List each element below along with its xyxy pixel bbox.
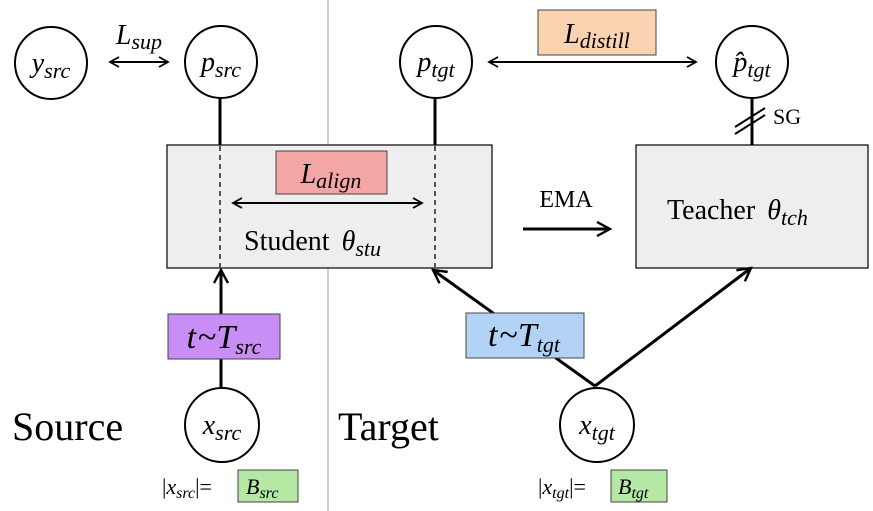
node-x-src-sub: src [215,420,241,445]
teacher-label: Teacher [667,195,756,226]
svg-text:|xsrc|=: |xsrc|= [162,474,212,502]
node-p-tgt: ptgt [399,25,473,99]
batch-tgt-bar-left: | [538,474,542,499]
teacher-block: Teacher θtch [635,144,869,269]
batch-src-box [237,469,299,503]
node-p-hat-tgt-sub: tgt [747,57,771,82]
teacher-param-sub: tch [781,205,808,230]
transform-src-box [167,313,281,360]
svg-text:Btgt: Btgt [618,474,649,502]
svg-text:xtgt: xtgt [578,410,616,445]
batch-src-B: B [246,474,259,499]
transform-tgt-t: t [488,317,499,354]
batch-src-bsub: src [259,485,278,502]
svg-text:p̂tgt: p̂tgt [731,47,771,82]
loss-align-box [275,150,388,195]
node-x-src: xsrc [184,387,260,463]
transform-tgt-sub: tgt [537,332,561,357]
batch-tgt-xsub: tgt [552,485,569,502]
svg-text:ptgt: ptgt [415,47,455,82]
stop-gradient-mark [734,107,766,135]
svg-text:Lsup: Lsup [115,20,162,54]
loss-align-base: L [300,159,317,190]
node-p-hat-tgt-base: p̂ [731,47,747,78]
edge-x-tgt-teacher [594,268,751,388]
svg-text:t~Tsrc: t~Tsrc [187,319,262,359]
transform-src: t~Tsrc [167,313,281,360]
transform-src-tilde: ~ [198,319,216,356]
batch-src-bar-right: | [195,474,199,499]
loss-distill-sub: distill [580,28,630,53]
transform-tgt-box [465,312,585,359]
node-p-hat-tgt: p̂tgt [715,25,789,99]
transform-src-T: T [216,319,237,356]
teacher-label-group: Teacher θtch [667,195,808,230]
batch-tgt-bsub: tgt [631,485,648,502]
svg-text:Bsrc: Bsrc [246,474,278,502]
node-x-tgt-base: x [578,410,592,441]
node-x-tgt-sub: tgt [592,420,616,445]
batch-src-x: x [165,474,176,499]
transform-tgt-T: T [518,317,539,354]
loss-distill-box [537,9,657,56]
batch-tgt-x: x [541,474,552,499]
transform-src-t: t [187,319,198,356]
node-x-tgt: xtgt [559,387,635,463]
batch-src: |xsrc|= Bsrc [162,469,299,503]
node-y-src: ysrc [14,26,88,100]
node-p-src-sub: src [215,57,241,82]
svg-text:t~Ttgt: t~Ttgt [488,317,561,357]
teacher-param: θ [767,195,781,226]
transform-src-sub: src [235,334,261,359]
sg-label: SG [773,104,801,129]
region-target-label: Target [338,404,439,449]
node-p-tgt-sub: tgt [431,57,455,82]
student-param: θ [342,226,356,257]
svg-text:xsrc: xsrc [202,410,242,445]
loss-distill-base: L [563,19,580,50]
student-param-sub: stu [355,236,381,261]
batch-src-bar-left: | [162,474,166,499]
batch-tgt-bar-right: | [569,474,573,499]
loss-sup: Lsup [108,20,170,68]
batch-tgt: |xtgt|= Btgt [538,469,668,503]
batch-src-eq: = [200,474,212,499]
loss-align: Lalign [300,159,362,193]
svg-text:ysrc: ysrc [29,48,71,83]
loss-sup-base: L [115,20,132,51]
student-block: Lalign Student θstu [166,144,493,269]
ema-label: EMA [539,187,593,213]
svg-text:|xtgt|=: |xtgt|= [538,474,586,502]
node-p-src-base: p [199,47,215,78]
student-label-group: Student θstu [244,226,381,261]
node-p-src: psrc [184,25,258,99]
student-label: Student [244,226,330,257]
svg-text:psrc: psrc [199,47,241,82]
batch-src-xsub: src [176,485,195,502]
loss-align-sub: align [316,168,361,193]
batch-tgt-eq: = [573,474,585,499]
loss-sup-sub: sup [132,29,163,54]
region-source-label: Source [12,404,123,449]
loss-distill: Ldistill [487,9,698,68]
transform-tgt-tilde: ~ [499,317,517,354]
batch-tgt-B: B [618,474,631,499]
transform-tgt: t~Ttgt [465,312,585,359]
node-p-tgt-base: p [415,47,431,78]
node-y-src-sub: src [44,58,70,83]
node-y-src-base: y [29,48,45,79]
node-x-src-base: x [202,410,216,441]
batch-tgt-box [610,469,668,503]
svg-text:Ldistill: Ldistill [563,19,630,53]
